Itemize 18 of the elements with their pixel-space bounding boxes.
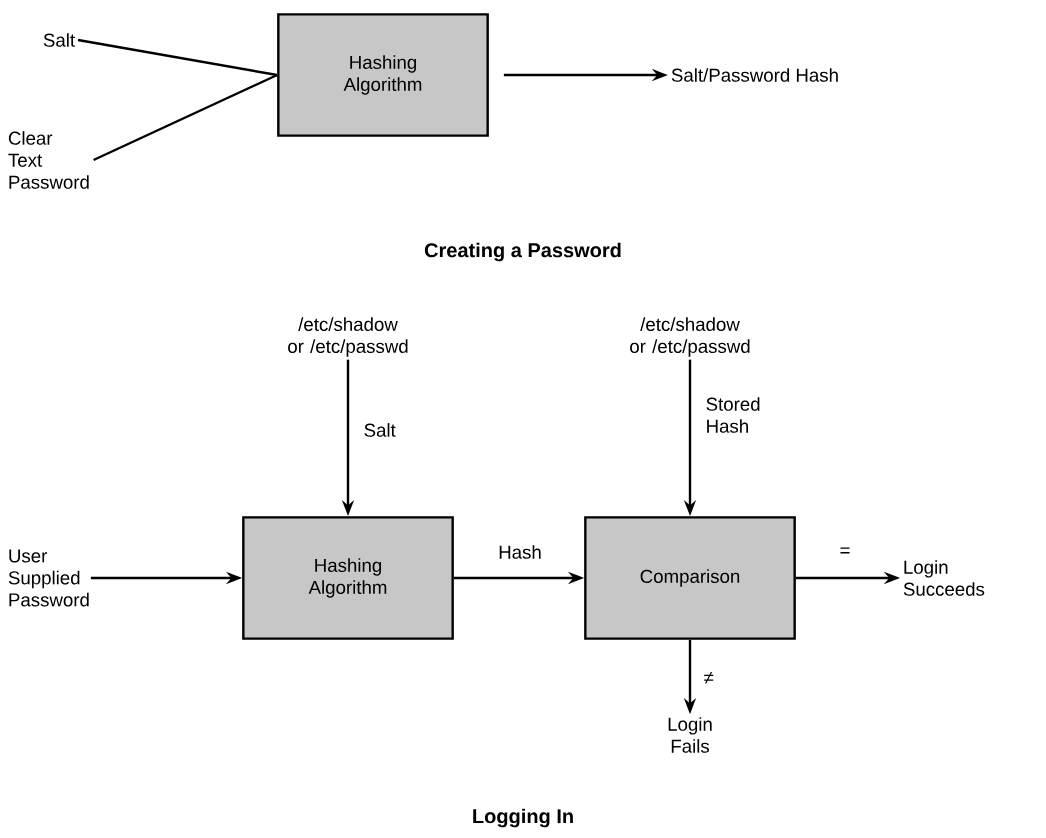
text-label: /etc/shadow or /etc/passwd — [630, 317, 750, 357]
text-label: Login Fails — [668, 717, 712, 753]
text-label: Salt — [43, 33, 75, 47]
caption: Logging In — [473, 808, 573, 828]
edge-label: ≠ — [702, 670, 716, 686]
text-label: Login Succeeds — [903, 560, 985, 596]
edge-label: = — [838, 546, 852, 558]
text-label: User Supplied Password — [8, 549, 89, 607]
caption: Creating a Password — [424, 242, 621, 262]
edge-label: Stored Hash — [704, 395, 767, 435]
edge-label: Salt — [362, 421, 398, 439]
process-box: Comparison — [584, 516, 796, 640]
process-box: Hashing Algorithm — [242, 516, 454, 640]
process-box: Hashing Algorithm — [277, 13, 489, 137]
text-label: Salt/Password Hash — [671, 68, 838, 82]
text-label: /etc/shadow or /etc/passwd — [288, 317, 408, 357]
edge-label: Hash — [496, 543, 544, 561]
text-label: Clear Text Password — [8, 131, 89, 189]
